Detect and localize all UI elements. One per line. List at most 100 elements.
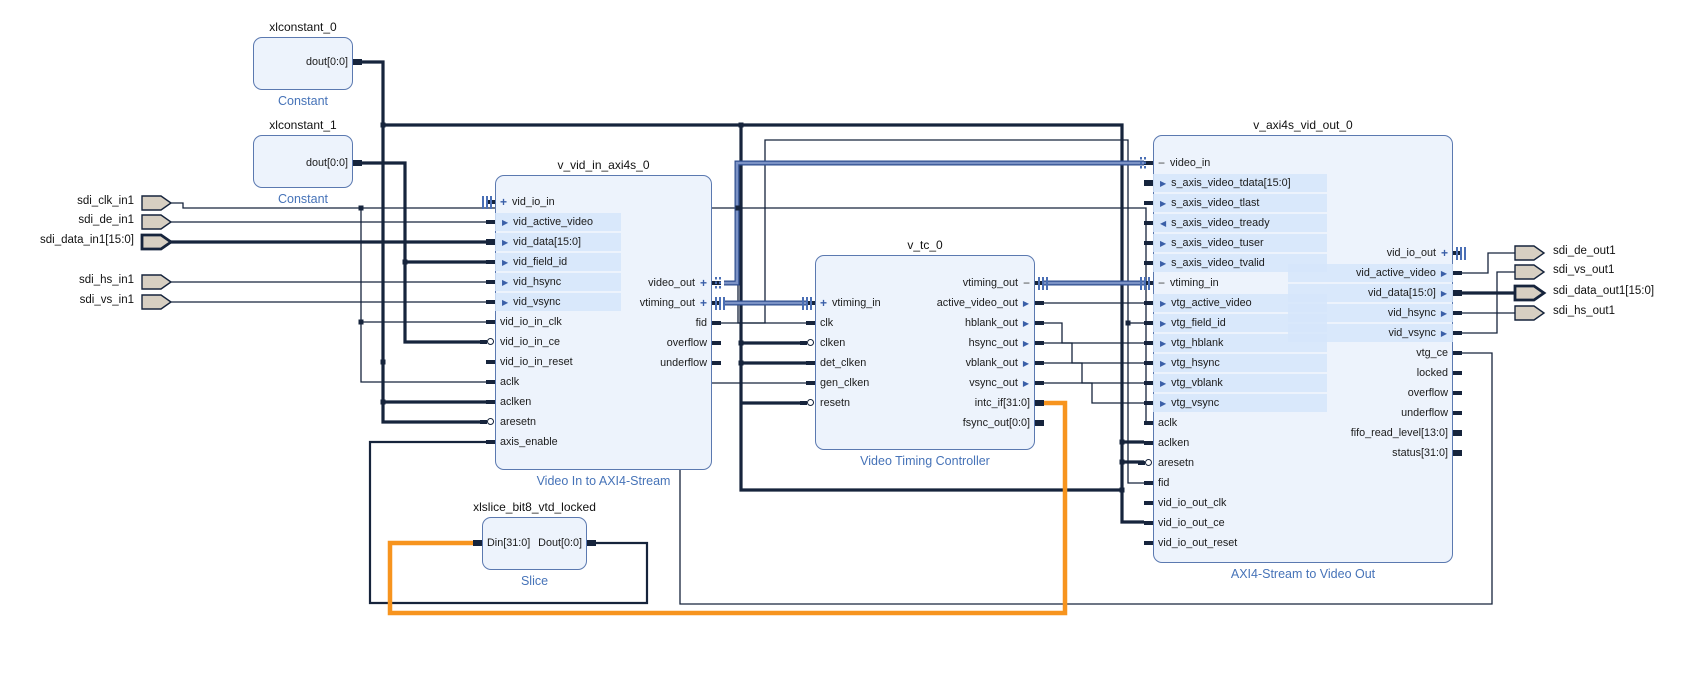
port-vtg_hblank[interactable]: ▶vtg_hblank: [1153, 333, 1453, 353]
port-s_axis_video_tlast[interactable]: ▶s_axis_video_tlast: [1153, 193, 1453, 213]
port-stub[interactable]: [473, 540, 482, 546]
port-vtg_ce[interactable]: vtg_ce: [1153, 343, 1453, 363]
port-stub[interactable]: [712, 321, 721, 325]
external-output-port-sdi_vs_out1[interactable]: [1513, 262, 1547, 282]
port-stub[interactable]: [1144, 521, 1153, 525]
port-aclken[interactable]: aclken: [495, 392, 712, 412]
port-stub[interactable]: [1144, 381, 1153, 385]
signal-wire[interactable]: [1044, 322, 1144, 344]
port-s_axis_video_tready[interactable]: ◀s_axis_video_tready: [1153, 213, 1453, 233]
port-locked[interactable]: locked: [1153, 363, 1453, 383]
port-stub[interactable]: [1144, 301, 1153, 305]
port-stub[interactable]: [587, 540, 596, 546]
port-stub[interactable]: [1453, 311, 1462, 315]
port-stub[interactable]: [486, 280, 495, 284]
port-stub[interactable]: [486, 440, 495, 444]
port-s_axis_video_tuser[interactable]: ▶s_axis_video_tuser: [1153, 233, 1453, 253]
port-resetn[interactable]: resetn: [815, 393, 1035, 413]
port-stub[interactable]: [486, 360, 495, 364]
port-clken[interactable]: clken: [815, 333, 1035, 353]
port-stub[interactable]: [1453, 271, 1462, 275]
ip-block-xlconstant_0[interactable]: [253, 37, 353, 90]
port-stub[interactable]: [353, 59, 362, 65]
port-active_video_out[interactable]: active_video_out▶: [815, 293, 1035, 313]
port-vid_io_in[interactable]: +vid_io_in: [495, 192, 712, 212]
port-stub[interactable]: [1144, 541, 1153, 545]
port-stub[interactable]: [486, 260, 495, 264]
port-stub[interactable]: [1453, 411, 1462, 415]
port-stub[interactable]: [800, 401, 807, 405]
port-vid_hsync[interactable]: ▶vid_hsync: [495, 272, 712, 292]
expand-plus-icon[interactable]: +: [699, 276, 707, 290]
port-stub[interactable]: [1453, 351, 1462, 355]
port-stub[interactable]: [480, 340, 487, 344]
port-stub[interactable]: [712, 361, 721, 365]
port-stub[interactable]: [486, 400, 495, 404]
collapse-minus-icon[interactable]: −: [1158, 156, 1166, 170]
port-overflow[interactable]: overflow: [1153, 383, 1453, 403]
signal-wire[interactable]: [362, 161, 486, 344]
ip-block-v_tc_0[interactable]: [815, 255, 1035, 450]
port-vid_field_id[interactable]: ▶vid_field_id: [495, 252, 712, 272]
signal-wire[interactable]: [739, 125, 1122, 492]
signal-wire[interactable]: [1044, 342, 1144, 364]
port-underflow[interactable]: underflow: [1153, 403, 1453, 423]
port-stub[interactable]: [486, 239, 495, 245]
port-vid_hsync[interactable]: vid_hsync▶: [1153, 303, 1453, 323]
port-stub[interactable]: [806, 321, 815, 325]
port-vtg_hsync[interactable]: ▶vtg_hsync: [1153, 353, 1453, 373]
port-vtiming_out[interactable]: vtiming_out−: [815, 273, 1035, 293]
port-stub[interactable]: [1035, 301, 1044, 305]
external-output-port-sdi_hs_out1[interactable]: [1513, 303, 1547, 323]
expand-plus-icon[interactable]: +: [1440, 246, 1448, 260]
port-s_axis_video_tdata_15_0_[interactable]: ▶s_axis_video_tdata[15:0]: [1153, 173, 1453, 193]
external-input-port-sdi_clk_in1[interactable]: [140, 193, 174, 213]
port-fifo_read_level_13_0_[interactable]: fifo_read_level[13:0]: [1153, 423, 1453, 443]
port-aclk[interactable]: aclk: [495, 372, 712, 392]
port-stub[interactable]: [1035, 420, 1044, 426]
ip-block-xlconstant_1[interactable]: [253, 135, 353, 188]
port-s_axis_video_tvalid[interactable]: ▶s_axis_video_tvalid: [1153, 253, 1453, 273]
port-vid_vsync[interactable]: ▶vid_vsync: [495, 292, 712, 312]
port-vtg_active_video[interactable]: ▶vtg_active_video: [1153, 293, 1453, 313]
expand-plus-icon[interactable]: +: [699, 296, 707, 310]
port-Dout_0_0_[interactable]: Dout[0:0]: [482, 533, 587, 553]
port-stub[interactable]: [1144, 401, 1153, 405]
port-vtg_vblank[interactable]: ▶vtg_vblank: [1153, 373, 1453, 393]
port-stub[interactable]: [1035, 400, 1044, 406]
port-stub[interactable]: [1035, 361, 1044, 365]
port-stub[interactable]: [1453, 290, 1462, 296]
external-output-port-sdi_de_out1[interactable]: [1513, 243, 1547, 263]
external-output-port-sdi_data_out1[15:0][interactable]: [1513, 283, 1547, 303]
port-stub[interactable]: [486, 380, 495, 384]
port-vid_data_15_0_[interactable]: vid_data[15:0]▶: [1153, 283, 1453, 303]
external-input-port-sdi_data_in1[15:0][interactable]: [140, 232, 174, 252]
port-overflow[interactable]: overflow: [495, 333, 712, 353]
port-stub[interactable]: [1035, 341, 1044, 345]
port-status_31_0_[interactable]: status[31:0]: [1153, 443, 1453, 463]
port-stub[interactable]: [1144, 421, 1153, 425]
signal-wire[interactable]: [383, 123, 1144, 524]
port-stub[interactable]: [1035, 321, 1044, 325]
port-aresetn[interactable]: aresetn: [495, 412, 712, 432]
port-stub[interactable]: [1453, 391, 1462, 395]
external-input-port-sdi_hs_in1[interactable]: [140, 272, 174, 292]
port-dout_0_0_[interactable]: dout[0:0]: [253, 52, 353, 72]
port-vid_io_out_ce[interactable]: vid_io_out_ce: [1153, 513, 1453, 533]
port-stub[interactable]: [1144, 361, 1153, 365]
port-fid[interactable]: fid: [495, 313, 712, 333]
external-input-port-sdi_vs_in1[interactable]: [140, 292, 174, 312]
port-stub[interactable]: [1144, 321, 1153, 325]
port-stub[interactable]: [1144, 161, 1153, 165]
port-stub[interactable]: [800, 341, 807, 345]
port-vid_active_video[interactable]: vid_active_video▶: [1153, 263, 1453, 283]
port-fsync_out_0_0_[interactable]: fsync_out[0:0]: [815, 413, 1035, 433]
interface-wire[interactable]: [724, 161, 1144, 285]
port-stub[interactable]: [1144, 180, 1153, 186]
port-axis_enable[interactable]: axis_enable: [495, 432, 712, 452]
highlighted-wire[interactable]: [387, 400, 1068, 616]
port-aclk[interactable]: aclk: [1153, 413, 1453, 433]
external-input-port-sdi_de_in1[interactable]: [140, 212, 174, 232]
port-vid_io_out_clk[interactable]: vid_io_out_clk: [1153, 493, 1453, 513]
signal-wire[interactable]: [1462, 252, 1515, 274]
